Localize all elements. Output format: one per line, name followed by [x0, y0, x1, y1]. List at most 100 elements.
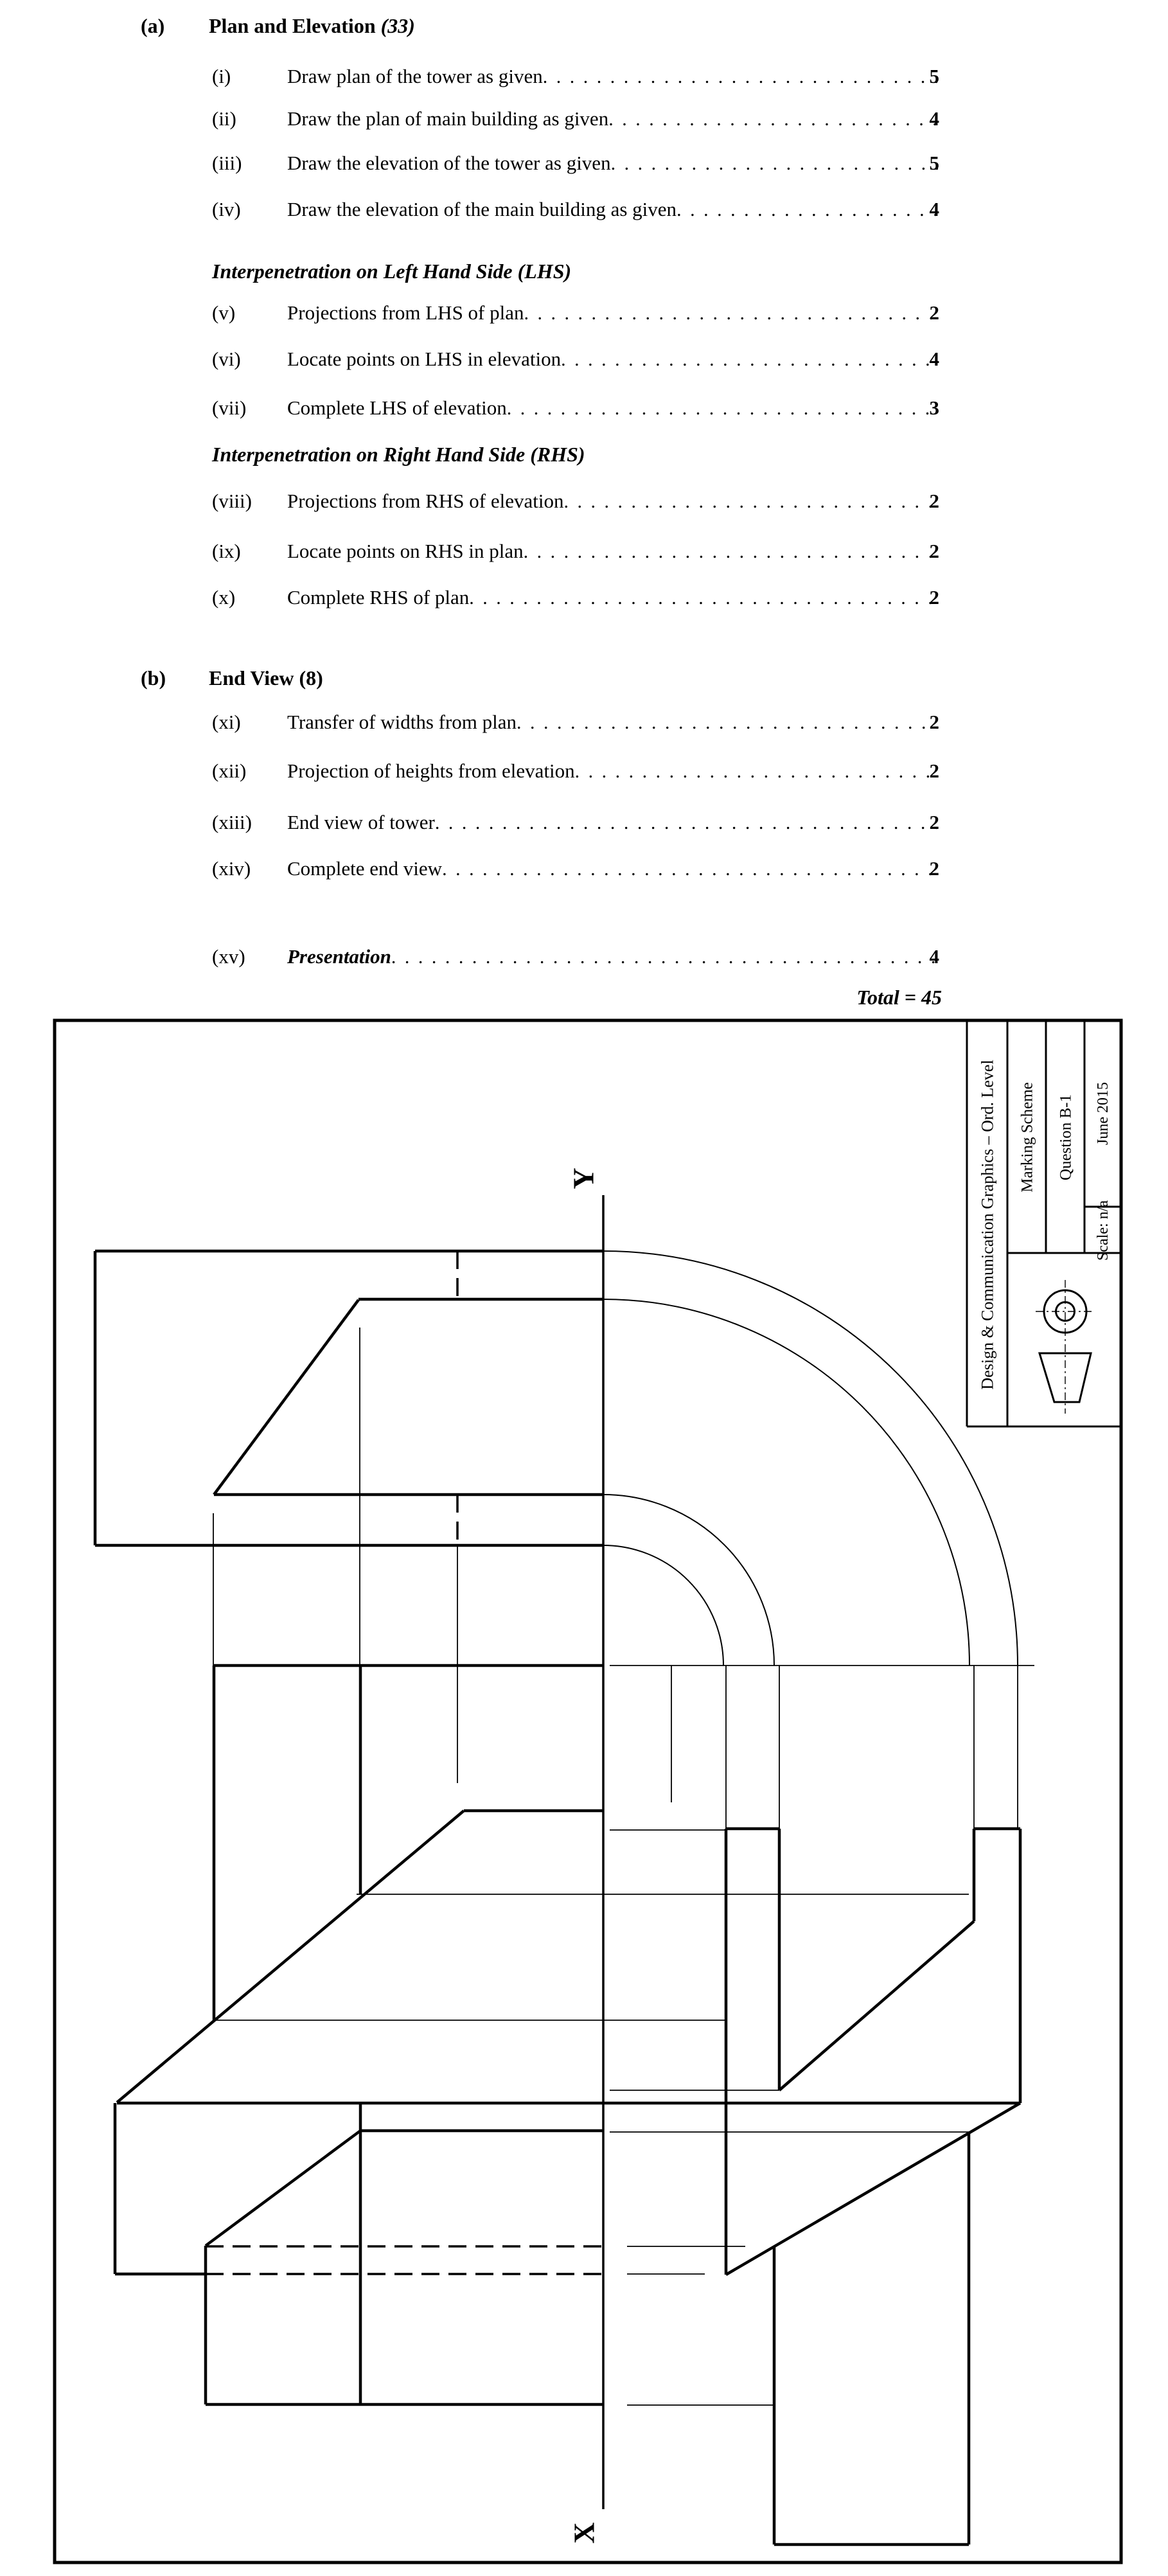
marking-item-row: (viii) Projections from RHS of elevation… [0, 490, 1168, 519]
item-marks: 2 [929, 857, 940, 880]
titleblock-question: Question B-1 [1057, 1094, 1075, 1180]
width-transfer-arc [603, 1545, 724, 1666]
item-text: Complete end view [287, 857, 443, 880]
item-marks: 4 [929, 107, 940, 130]
section-title: Plan and Elevation (33) [209, 14, 415, 37]
marking-item-row: (xiii) End view of tower . . . . . . . .… [0, 811, 1168, 840]
marking-item-row: (i) Draw plan of the tower as given . . … [0, 65, 1168, 94]
item-numeral: (xv) [212, 945, 245, 968]
marking-item-row: (xi) Transfer of widths from plan . . . … [0, 711, 1168, 740]
item-numeral: (ii) [212, 107, 236, 130]
item-numeral: (xii) [212, 759, 247, 782]
item-marks: 5 [929, 152, 940, 174]
subsection-header: Interpenetration on Left Hand Side (LHS) [0, 260, 1168, 289]
item-text: Draw the plan of main building as given [287, 107, 609, 130]
section-label: (b) [141, 666, 166, 689]
item-numeral: (iii) [212, 152, 242, 174]
item-text: Projections from LHS of plan [287, 301, 524, 324]
section-header: (b) End View (8) [0, 666, 1168, 696]
total-row: Total = 45 [0, 986, 1168, 1015]
width-transfer-arc [603, 1494, 775, 1666]
item-numeral: (x) [212, 586, 236, 608]
section-header: (a) Plan and Elevation (33) [0, 14, 1168, 44]
leader-dots: . . . . . . . . . . . . . . . . . . . . … [610, 153, 939, 174]
item-marks: 2 [929, 586, 940, 608]
leader-dots: . . . . . . . . . . . . . . . . . . . . … [561, 349, 939, 370]
width-transfer-arc [603, 1250, 1018, 1666]
subsection-title: Interpenetration on Left Hand Side (LHS) [212, 260, 572, 283]
leader-dots: . . . . . . . . . . . . . . . . . . . . … [563, 491, 940, 512]
titleblock-date: June 2015 [1095, 1082, 1111, 1145]
marking-item-row: (v) Projections from LHS of plan . . . .… [0, 301, 1168, 331]
marking-item-row: (vi) Locate points on LHS in elevation .… [0, 348, 1168, 377]
item-text: Draw the elevation of the tower as given [287, 152, 611, 174]
section-label: (a) [141, 14, 165, 37]
marking-item-row: (ii) Draw the plan of main building as g… [0, 107, 1168, 137]
item-numeral: (i) [212, 65, 231, 87]
titleblock-doctype: Marking Scheme [1019, 1082, 1036, 1192]
item-marks: 2 [929, 540, 940, 562]
titleblock-project: Design & Communication Graphics – Ord. L… [978, 1060, 997, 1389]
leader-dots: . . . . . . . . . . . . . . . . . . . . … [517, 712, 939, 733]
marking-item-row: (xiv) Complete end view . . . . . . . . … [0, 857, 1168, 887]
item-marks: 4 [929, 348, 940, 370]
item-marks: 2 [929, 811, 940, 833]
leader-dots: . . . . . . . . . . . . . . . . . . . . … [608, 109, 939, 130]
xy-label-y: Y [567, 1168, 600, 1189]
titleblock-scale: Scale: n/a [1095, 1200, 1111, 1261]
item-marks: 5 [929, 65, 940, 87]
leader-dots: . . . . . . . . . . . . . . . . . . . . … [506, 398, 939, 419]
structure-line [725, 2102, 1022, 2276]
item-text: Presentation [287, 945, 391, 968]
section-title: End View (8) [209, 666, 323, 689]
marking-item-row: (xv) Presentation . . . . . . . . . . . … [0, 945, 1168, 975]
leader-dots: . . . . . . . . . . . . . . . . . . . . … [391, 946, 939, 968]
item-text: Complete LHS of elevation [287, 396, 507, 419]
item-text: Complete RHS of plan [287, 586, 470, 608]
marking-item-row: (vii) Complete LHS of elevation . . . . … [0, 396, 1168, 426]
xy-label-x: X [568, 2522, 601, 2543]
leader-dots: . . . . . . . . . . . . . . . . . . . . … [574, 761, 939, 782]
item-numeral: (viii) [212, 490, 252, 512]
item-numeral: (v) [212, 301, 236, 324]
marking-item-row: (x) Complete RHS of plan . . . . . . . .… [0, 586, 1168, 616]
item-text: Projection of heights from elevation [287, 759, 575, 782]
item-numeral: (vi) [212, 348, 241, 370]
item-numeral: (xiv) [212, 857, 251, 880]
width-transfer-arc [603, 1299, 970, 1666]
item-text: Projections from RHS of elevation [287, 490, 564, 512]
item-marks: 4 [929, 945, 940, 968]
leader-dots: . . . . . . . . . . . . . . . . . . . . … [524, 303, 939, 324]
structure-line [204, 2129, 362, 2247]
item-marks: 2 [929, 490, 940, 512]
item-text: Draw the elevation of the main building … [287, 198, 677, 220]
leader-dots: . . . . . . . . . . . . . . . . . . . . … [442, 858, 939, 880]
leader-dots: . . . . . . . . . . . . . . . . . . . . … [434, 812, 939, 833]
item-text: Locate points on RHS in plan [287, 540, 524, 562]
item-text: Locate points on LHS in elevation [287, 348, 562, 370]
projection-symbol-frustum [1038, 1352, 1092, 1403]
subsection-title: Interpenetration on Right Hand Side (RHS… [212, 443, 585, 466]
item-marks: 2 [929, 711, 940, 733]
drawing-frame [53, 1018, 1123, 2564]
item-numeral: (ix) [212, 540, 241, 562]
item-numeral: (xi) [212, 711, 241, 733]
total-value: Total = 45 [856, 986, 942, 1009]
item-text: Draw plan of the tower as given [287, 65, 543, 87]
subsection-header: Interpenetration on Right Hand Side (RHS… [0, 443, 1168, 472]
item-marks: 2 [929, 301, 940, 324]
marking-item-row: (xii) Projection of heights from elevati… [0, 759, 1168, 789]
item-marks: 2 [929, 759, 940, 782]
structure-line [213, 1299, 360, 1496]
item-numeral: (vii) [212, 396, 247, 419]
structure-line [778, 1920, 975, 2092]
item-marks: 3 [929, 396, 940, 419]
item-text: Transfer of widths from plan [287, 711, 517, 733]
marking-item-row: (iv) Draw the elevation of the main buil… [0, 198, 1168, 227]
item-numeral: (xiii) [212, 811, 252, 833]
leader-dots: . . . . . . . . . . . . . . . . . . . . … [469, 587, 939, 608]
leader-dots: . . . . . . . . . . . . . . . . . . . . … [542, 66, 939, 87]
item-marks: 4 [929, 198, 940, 220]
